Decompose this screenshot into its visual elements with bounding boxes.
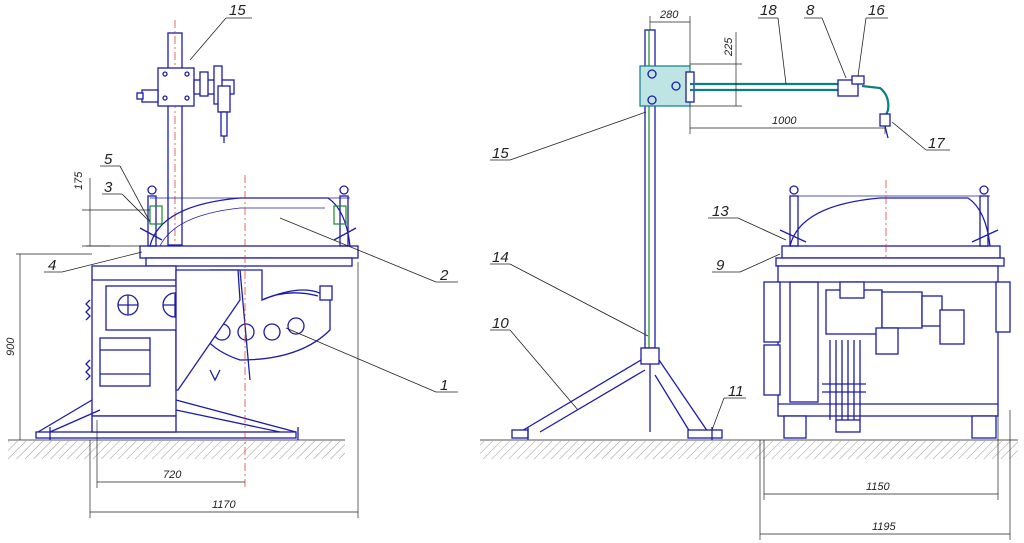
callout-8: 8 (806, 2, 815, 19)
dim-225: 225 (723, 37, 735, 57)
callout-16: 16 (868, 2, 885, 19)
callout-1: 1 (440, 377, 448, 394)
dim-1195: 1195 (872, 521, 897, 533)
dim-1150: 1150 (866, 481, 891, 493)
positioner-side-view (35, 20, 359, 490)
callout-9: 9 (716, 257, 725, 274)
callout-18: 18 (760, 2, 777, 19)
ground-left (8, 439, 345, 459)
dimension-lines (16, 16, 1011, 540)
faceplate (139, 245, 359, 259)
callout-15: 15 (229, 2, 246, 19)
callout-5: 5 (104, 151, 113, 168)
callout-12: 13 (712, 203, 729, 220)
callout-labels: 15 5 3 4 2 1 15 14 10 11 18 8 16 17 13 9 (48, 2, 945, 400)
dim-1170: 1170 (212, 499, 237, 511)
dim-720: 720 (163, 469, 182, 481)
dim-900: 900 (5, 337, 17, 356)
callout-11: 11 (728, 383, 744, 400)
dimension-values: 175 900 720 1170 280 225 1000 1150 1195 (5, 9, 897, 533)
positioner-front-view (763, 180, 1011, 439)
ground-right (480, 439, 1018, 459)
dim-175: 175 (73, 171, 85, 190)
callout-14: 15 (492, 145, 509, 162)
callout-4: 4 (48, 257, 56, 274)
motor (99, 337, 151, 387)
leader-lines (44, 17, 950, 431)
dim-280: 280 (659, 9, 679, 21)
dim-1000: 1000 (772, 115, 797, 127)
callout-10: 10 (492, 315, 509, 332)
callout-13: 14 (492, 249, 509, 266)
column-boom-view (511, 29, 891, 440)
callout-17: 17 (928, 135, 945, 152)
callout-3: 3 (104, 179, 113, 196)
callout-2: 2 (439, 267, 449, 284)
